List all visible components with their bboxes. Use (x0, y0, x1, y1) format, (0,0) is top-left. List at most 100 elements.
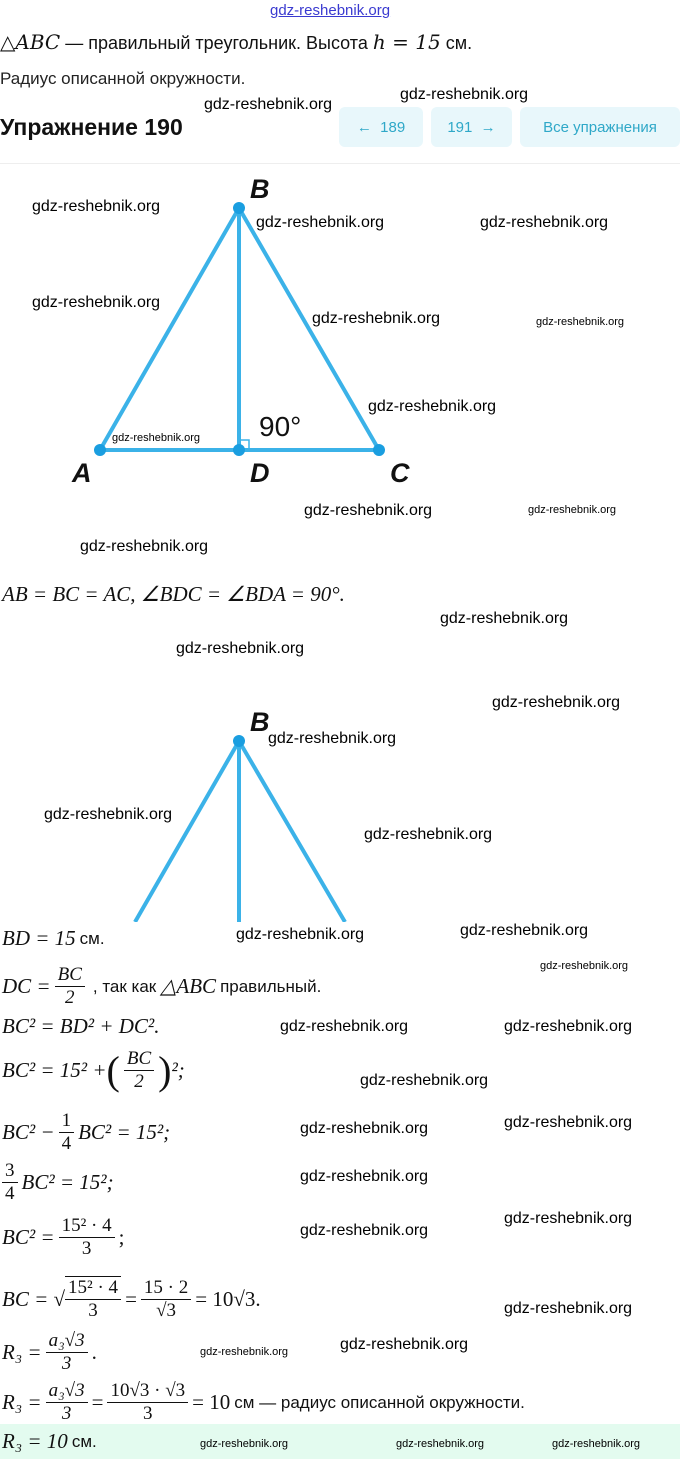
next-label: 191 (447, 118, 473, 136)
fraction: 15 · 2√3 (140, 1277, 192, 1322)
watermark: gdz-reshebnik.org (200, 1438, 289, 1450)
denominator: 3 (61, 1403, 72, 1424)
watermark: gdz-reshebnik.org (312, 310, 441, 327)
given-unit: см. (445, 33, 473, 53)
math: = 10 (192, 1390, 231, 1414)
given-height: h = 15 (372, 30, 441, 54)
point-b (233, 735, 245, 747)
denominator: 3 (81, 1238, 92, 1259)
watermark: gdz-reshebnik.org (300, 1168, 429, 1185)
watermark: gdz-reshebnik.org (360, 1072, 489, 1089)
watermark: gdz-reshebnik.org (304, 502, 433, 519)
text: см. (79, 928, 105, 948)
arrow-left-icon: ← (356, 118, 381, 136)
watermark: gdz-reshebnik.org (440, 610, 569, 627)
denominator: 4 (5, 1183, 15, 1204)
text: см — радиус описанной окружности. (234, 1392, 525, 1412)
math: BC² = BD² + DC². (2, 1014, 160, 1038)
prev-exercise-button[interactable]: ← 189 (339, 107, 423, 147)
watermark-link[interactable]: gdz-reshebnik.org (270, 2, 391, 19)
denominator: 4 (61, 1133, 72, 1154)
watermark: gdz-reshebnik.org (280, 1018, 409, 1035)
page-title: Упражнение 190 (0, 114, 183, 140)
denominator: 3 (143, 1403, 153, 1424)
watermark: gdz-reshebnik.org (536, 316, 625, 328)
watermark: gdz-reshebnik.org (504, 1114, 633, 1131)
solution-line-4: BC² = BD² + DC². (2, 1014, 159, 1039)
triangle-diagram-partial: B (133, 707, 347, 922)
watermark: gdz-reshebnik.org (460, 922, 589, 939)
paren: ) (158, 1048, 172, 1093)
given-math: △ABC (0, 30, 61, 54)
numerator: a₃√3 (45, 1380, 88, 1403)
watermark: gdz-reshebnik.org (552, 1438, 641, 1450)
math: = (91, 1390, 104, 1414)
math: BC² = 15²; (78, 1120, 171, 1144)
point-d (233, 444, 245, 456)
watermark: gdz-reshebnik.org (112, 432, 201, 444)
side-bc (237, 206, 381, 452)
watermark: gdz-reshebnik.org (368, 398, 497, 415)
denominator: 3 (88, 1300, 98, 1321)
numerator: 15² · 4 (58, 1215, 115, 1238)
arrow-right-icon: → (472, 118, 496, 136)
watermark: gdz-reshebnik.org (300, 1120, 429, 1137)
watermark: gdz-reshebnik.org (256, 214, 385, 231)
all-exercises-button[interactable]: Все упражнения (520, 107, 680, 147)
text: правильный. (220, 976, 322, 996)
label-c: C (390, 458, 410, 488)
watermark: gdz-reshebnik.org (204, 96, 333, 113)
math: R₃ = 10 (2, 1429, 68, 1453)
math: AB = BC = AC, ∠BDC = ∠BDA = 90°. (2, 582, 345, 606)
watermark: gdz-reshebnik.org (200, 1346, 289, 1358)
label-b: B (250, 707, 270, 737)
label-b: B (250, 174, 270, 204)
denominator: 3 (61, 1353, 72, 1374)
math: BC² = 15² + (2, 1058, 107, 1082)
solution-line-1: AB = BC = AC, ∠BDC = ∠BDA = 90°. (2, 582, 345, 607)
prev-label: 189 (380, 118, 406, 136)
watermark: gdz-reshebnik.org (400, 86, 529, 103)
point-b (233, 202, 245, 214)
watermark: gdz-reshebnik.org (480, 214, 609, 231)
text: см. (71, 1431, 97, 1451)
problem-given: △ABC — правильный треугольник. Высота h … (0, 30, 472, 54)
watermark: gdz-reshebnik.org (32, 294, 161, 311)
watermark: gdz-reshebnik.org (364, 826, 493, 843)
point-a (94, 444, 106, 456)
math: △ABC (160, 974, 217, 998)
math: BC² = 15²; (21, 1170, 114, 1194)
watermark: gdz-reshebnik.org (492, 694, 621, 711)
watermark: gdz-reshebnik.org (340, 1336, 469, 1353)
math: ²; (171, 1058, 185, 1082)
text: , так как (92, 976, 157, 996)
math: BC² − (2, 1120, 55, 1144)
watermark: gdz-reshebnik.org (540, 960, 629, 972)
denominator: √3 (156, 1299, 177, 1321)
next-exercise-button[interactable]: 191 → (431, 107, 512, 147)
watermark: gdz-reshebnik.org (396, 1438, 485, 1450)
watermark: gdz-reshebnik.org (236, 926, 365, 943)
denominator: 2 (64, 987, 75, 1008)
math: = 10√3. (195, 1286, 261, 1311)
label-d: D (250, 458, 270, 488)
triangle-diagram: B A D C 90° (71, 174, 410, 488)
math: BC² = (2, 1225, 55, 1249)
